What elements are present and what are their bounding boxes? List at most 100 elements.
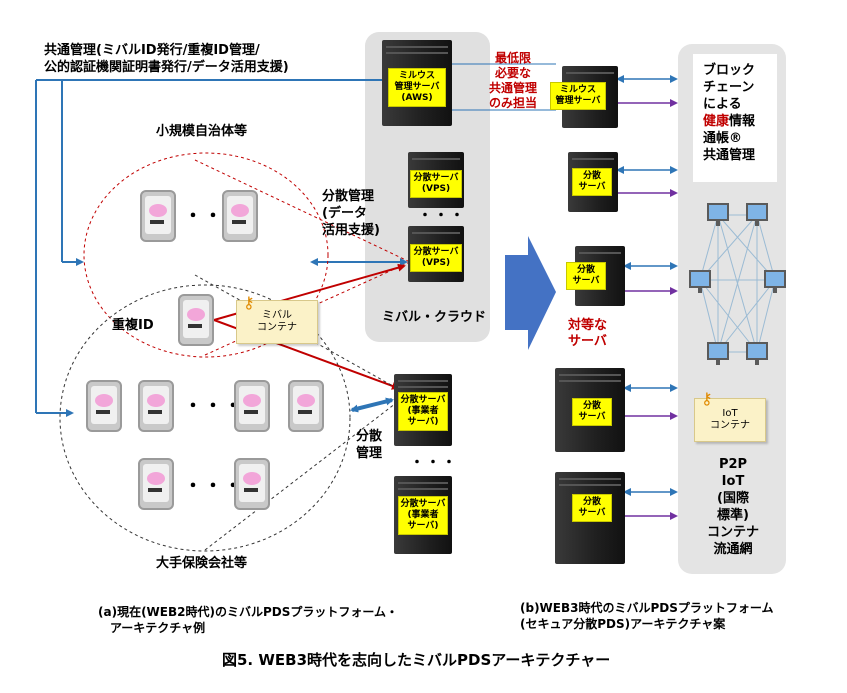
distributed-mgmt-data-line2: (データ (322, 206, 367, 221)
smartphone-icon (222, 190, 258, 242)
smartphone-icon (86, 380, 122, 432)
common-mgmt-short-line: 共通管理 (703, 148, 756, 163)
server-biz2-line1: 分散サーバ (400, 499, 446, 509)
server-biz2-line3: サーバ) (407, 521, 439, 531)
blockchain-label: ブロック チェーン による 健康情報 通帳® 共通管理 (703, 62, 755, 164)
figure-title: 図5. WEB3時代を志向したミバルPDSアーキテクチャー (222, 651, 611, 669)
monitor-icon (689, 270, 711, 293)
distributed-mgmt-line1: 分散 (356, 429, 383, 444)
server-vps1-line1: 分散サーバ (413, 173, 459, 183)
mibal-container-line2: コンテナ (257, 322, 297, 333)
server-label-vps1: 分散サーバ (VPS) (410, 170, 462, 198)
monitor-icon (707, 342, 729, 365)
ellipsis: ・・・ (410, 455, 458, 471)
notebook-line: 通帳® (703, 131, 743, 146)
smartphone-icon (138, 458, 174, 510)
smartphone-icon (138, 380, 174, 432)
distributed-mgmt-data-label: 分散管理 (データ 活用支援) (322, 188, 380, 239)
server-aws-line2: 管理サーバ (394, 82, 440, 92)
blockchain-line3: による (703, 97, 742, 112)
distributed-mgmt-line2: 管理 (356, 446, 383, 461)
minimum-mgmt-line3: 共通管理 (488, 81, 537, 95)
caption-b-line2: (セキュア分散PDS)アーキテクチャ案 (520, 617, 726, 631)
peer-servers-line2: サーバ (568, 334, 607, 349)
distributed-mgmt-data-line3: 活用支援) (322, 223, 380, 238)
minimum-mgmt-line1: 最低限 (494, 51, 531, 65)
server-label-vps2: 分散サーバ (VPS) (410, 244, 462, 272)
smartphone-icon (140, 190, 176, 242)
common-mgmt-bus (35, 79, 386, 417)
health-word: 健康 (703, 114, 730, 129)
duplicate-id-label: 重複ID (112, 318, 154, 333)
blockchain-line1: ブロック (703, 63, 756, 78)
p2p-line4: 標準) (717, 508, 749, 523)
common-mgmt-line1: 共通管理(ミバルID発行/重複ID管理/ (44, 43, 260, 58)
server-biz1-line3: サーバ) (407, 417, 439, 427)
smartphone-icon (288, 380, 324, 432)
peer-servers-label: 対等な サーバ (568, 318, 607, 350)
minimum-mgmt-line4: のみ担当 (488, 96, 537, 110)
p2p-mesh (699, 214, 776, 353)
server-right-d4-line1: 分散 (582, 497, 601, 507)
health-rest: 情報 (729, 114, 756, 129)
ellipsis: ・・・ (418, 208, 466, 224)
minimum-mgmt-links (452, 63, 556, 111)
distributed-mgmt-data-line1: 分散管理 (322, 189, 375, 204)
server-right-d2-line1: 分散 (576, 265, 595, 275)
server-label-biz2: 分散サーバ (事業者 サーバ) (398, 496, 448, 535)
server-label-right-d4: 分散 サーバ (572, 494, 612, 522)
distributed-mgmt-label: 分散 管理 (356, 428, 382, 462)
p2p-line6: 流通網 (713, 542, 753, 557)
blockchain-notebook-box (693, 54, 777, 182)
iot-container-line1: IoT (722, 408, 738, 419)
server-label-right-d3: 分散 サーバ (572, 398, 612, 426)
caption-a-line2: アーキテクチャ例 (110, 621, 206, 635)
ellipsis: ・・・ (184, 476, 244, 497)
mibal-container-note: ⚷ ミバル コンテナ (236, 293, 318, 344)
smartphone-icon (234, 380, 270, 432)
key-icon: ⚷ (701, 389, 713, 408)
server-label-biz1: 分散サーバ (事業者 サーバ) (398, 392, 448, 431)
mibal-cloud-label: ミバル・クラウド (382, 310, 487, 325)
large-insurer-label: 大手保険会社等 (156, 556, 248, 571)
p2p-line1: P2P (718, 457, 748, 472)
server-right-d4-line2: サーバ (578, 508, 606, 518)
iot-container-line2: コンテナ (710, 420, 750, 431)
server-right-mgmt-line2: 管理サーバ (555, 96, 601, 106)
small-municipality-label: 小規模自治体等 (156, 124, 248, 139)
arrow-biz-link (350, 397, 394, 413)
large-insurer-region (59, 284, 351, 552)
server-right-d2-line2: サーバ (572, 276, 600, 286)
server-vps1-line2: (VPS) (421, 184, 451, 194)
right-server-links (616, 75, 678, 520)
monitor-icon (764, 270, 786, 293)
p2p-line5: コンテナ (706, 525, 759, 540)
smartphone-icon (234, 458, 270, 510)
server-label-right-d1: 分散 サーバ (572, 168, 612, 196)
server-vps2-line1: 分散サーバ (413, 247, 459, 257)
server-right-d1-line1: 分散 (582, 171, 601, 181)
server-biz1-line2: (事業者 (407, 406, 439, 416)
server-vps2-line2: (VPS) (421, 258, 451, 268)
minimum-mgmt-label: 最低限 必要な 共通管理 のみ担当 (478, 51, 548, 111)
server-aws-line3: (AWS) (401, 93, 433, 103)
common-mgmt-line2: 公的認証機関証明書発行/データ活用支援) (44, 60, 289, 75)
server-aws-line1: ミルウス (398, 71, 435, 81)
server-label-right-mgmt: ミルウス 管理サーバ (550, 82, 606, 110)
server-right-d3-line2: サーバ (578, 412, 606, 422)
minimum-mgmt-line2: 必要な (494, 66, 531, 80)
server-biz2-line2: (事業者 (407, 510, 439, 520)
transition-arrow (505, 236, 556, 350)
server-right-d3-line1: 分散 (582, 401, 601, 411)
ellipsis: ・・・ (184, 396, 244, 417)
health-info-line: 健康情報 (703, 113, 755, 130)
iot-container-note: ⚷ IoT コンテナ (694, 389, 766, 442)
p2p-label: P2P IoT (国際 標準) コンテナ 流通網 (696, 456, 770, 558)
smartphone-icon (178, 294, 214, 346)
peer-servers-line1: 対等な (568, 318, 608, 333)
monitor-icon (746, 203, 768, 226)
caption-a-line1: (a)現在(WEB2時代)のミバルPDSプラットフォーム・ (98, 605, 399, 619)
server-label-aws: ミルウス 管理サーバ (AWS) (388, 68, 446, 107)
